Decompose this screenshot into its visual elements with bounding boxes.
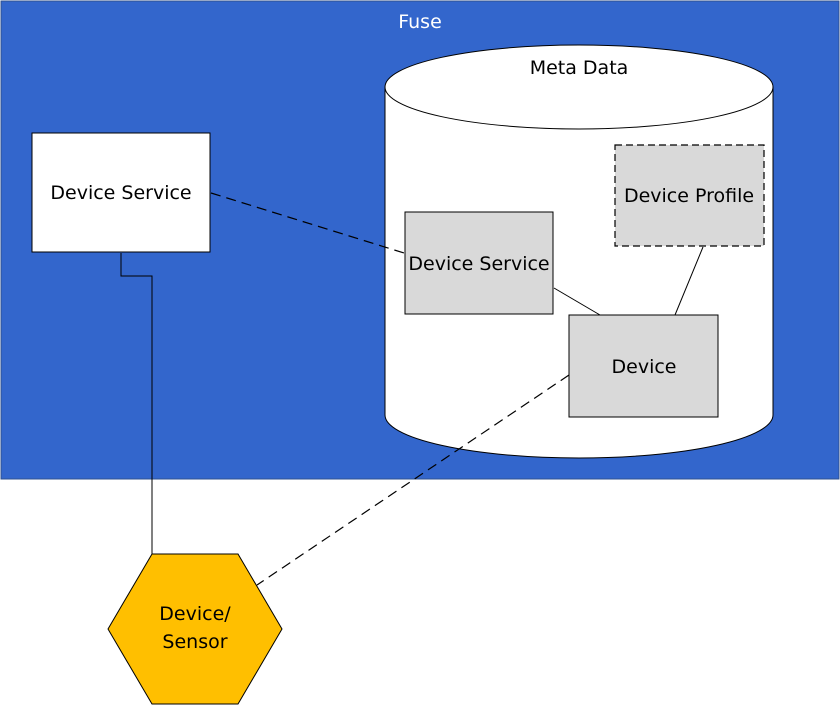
device-sensor-hexagon: [107, 553, 283, 705]
device-box: [568, 314, 719, 418]
connector-service-to-sensor: [120, 253, 153, 554]
connector-dashed-service-to-meta-service: [210, 192, 405, 254]
connector-dashed-device-to-sensor: [256, 374, 570, 586]
device-profile-box: [614, 144, 765, 247]
device-label: Device: [612, 356, 677, 378]
device-sensor-label-line1: Device/: [159, 603, 231, 625]
meta-device-service-label: Device Service: [408, 253, 549, 275]
device-sensor-label-line2: Sensor: [162, 631, 227, 653]
connector-meta-service-to-device: [553, 287, 601, 316]
fuse-label: Fuse: [398, 11, 442, 33]
meta-data-label: Meta Data: [530, 57, 629, 79]
meta-device-service-box: [404, 211, 554, 315]
external-device-service-label: Device Service: [50, 182, 191, 204]
external-device-service-box: [31, 132, 211, 253]
connector-profile-to-device: [674, 246, 704, 316]
device-profile-label: Device Profile: [624, 185, 754, 207]
